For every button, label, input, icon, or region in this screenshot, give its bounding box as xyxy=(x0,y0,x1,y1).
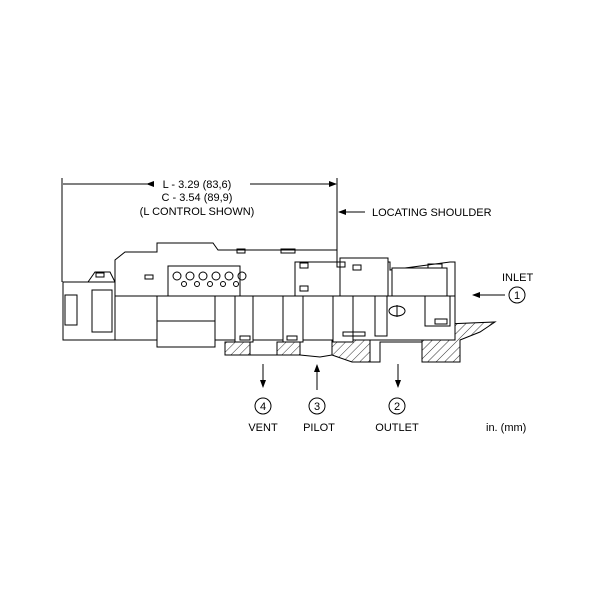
port-number-circle xyxy=(508,286,526,304)
port-label: VENT xyxy=(248,422,278,434)
port-label: OUTLET xyxy=(375,422,419,434)
port-number: 3 xyxy=(314,401,320,413)
port-4-vent: 4 VENT xyxy=(248,364,278,434)
locating-shoulder-label: LOCATING SHOULDER xyxy=(372,207,492,219)
port-number-circle xyxy=(308,397,326,415)
overall-length-dimension: L - 3.29 (83,6) C - 3.54 (89,9) (L CONTR… xyxy=(61,178,338,282)
port-number: 1 xyxy=(514,290,520,302)
port-1-inlet: INLET 1 xyxy=(472,272,533,304)
cartridge-body xyxy=(62,242,456,348)
port-number-circle xyxy=(388,397,406,415)
length-c-label: C - 3.54 (89,9) xyxy=(162,192,233,204)
length-l-label: L - 3.29 (83,6) xyxy=(163,179,232,191)
spool-lands xyxy=(234,257,451,343)
port-number: 4 xyxy=(260,401,266,413)
units-label: in. (mm) xyxy=(486,422,526,434)
manifold-cavity xyxy=(224,321,497,363)
spring-chamber xyxy=(167,265,241,297)
control-note-label: (L CONTROL SHOWN) xyxy=(140,206,255,218)
spring-coils xyxy=(172,271,247,287)
o-ring-seals xyxy=(95,248,448,341)
port-2-outlet: 2 OUTLET xyxy=(375,364,419,434)
port-label: INLET xyxy=(502,272,533,284)
locating-shoulder-callout: LOCATING SHOULDER xyxy=(338,207,492,219)
port-number-circle xyxy=(254,397,272,415)
port-label: PILOT xyxy=(303,422,335,434)
lock-nut xyxy=(91,289,113,333)
port-3-pilot: 3 PILOT xyxy=(303,364,335,434)
port-number: 2 xyxy=(394,401,400,413)
